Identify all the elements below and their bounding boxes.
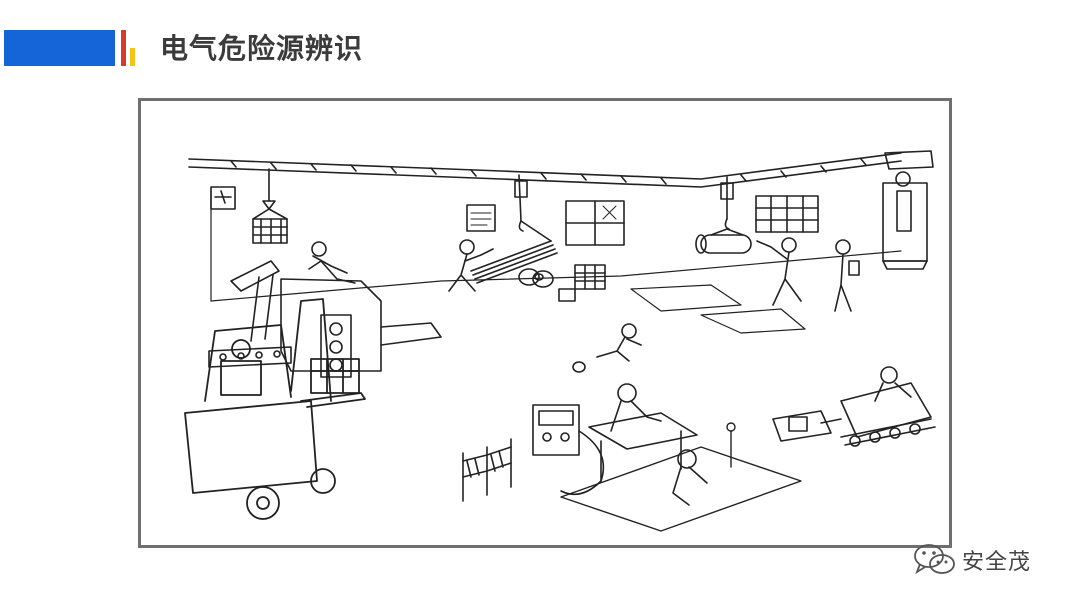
supervisor xyxy=(834,239,860,312)
crouching-welder xyxy=(672,449,708,506)
worker-on-machine xyxy=(308,241,356,284)
window-right xyxy=(755,195,819,233)
window-left xyxy=(565,200,625,246)
forklift xyxy=(184,298,366,520)
floor-plates xyxy=(630,284,806,334)
coils xyxy=(518,268,554,288)
page-title: 电气危险源辨识 xyxy=(160,32,364,65)
hanging-crate xyxy=(252,168,288,244)
steel-bundle xyxy=(470,220,558,284)
crane-rail xyxy=(188,152,902,188)
stacked-box xyxy=(574,264,606,290)
electric-cart xyxy=(772,366,936,447)
worker-with-bar xyxy=(448,239,494,292)
welder-worker xyxy=(588,383,698,482)
workshop-illustration xyxy=(184,150,936,532)
watermark: 安全茂 xyxy=(912,542,1031,578)
header-red-accent xyxy=(121,30,126,66)
worker-pulling-pipe xyxy=(756,237,802,306)
figure-frame xyxy=(138,98,952,548)
crane-hook-right xyxy=(695,176,752,254)
crane-hook-center xyxy=(514,174,528,232)
watermark-text: 安全茂 xyxy=(962,550,1032,575)
wechat-icon xyxy=(914,544,955,575)
press-machine xyxy=(208,260,442,378)
warning-barrier xyxy=(462,438,512,502)
slipping-worker xyxy=(572,323,642,373)
header-yellow-accent xyxy=(130,48,135,66)
header-blue-bar xyxy=(4,30,115,66)
small-box xyxy=(558,288,576,302)
safety-sign xyxy=(466,204,496,232)
work-platform xyxy=(560,422,802,532)
crane-cab xyxy=(882,150,934,270)
electrical-box xyxy=(210,186,236,210)
welding-machine xyxy=(532,404,605,496)
